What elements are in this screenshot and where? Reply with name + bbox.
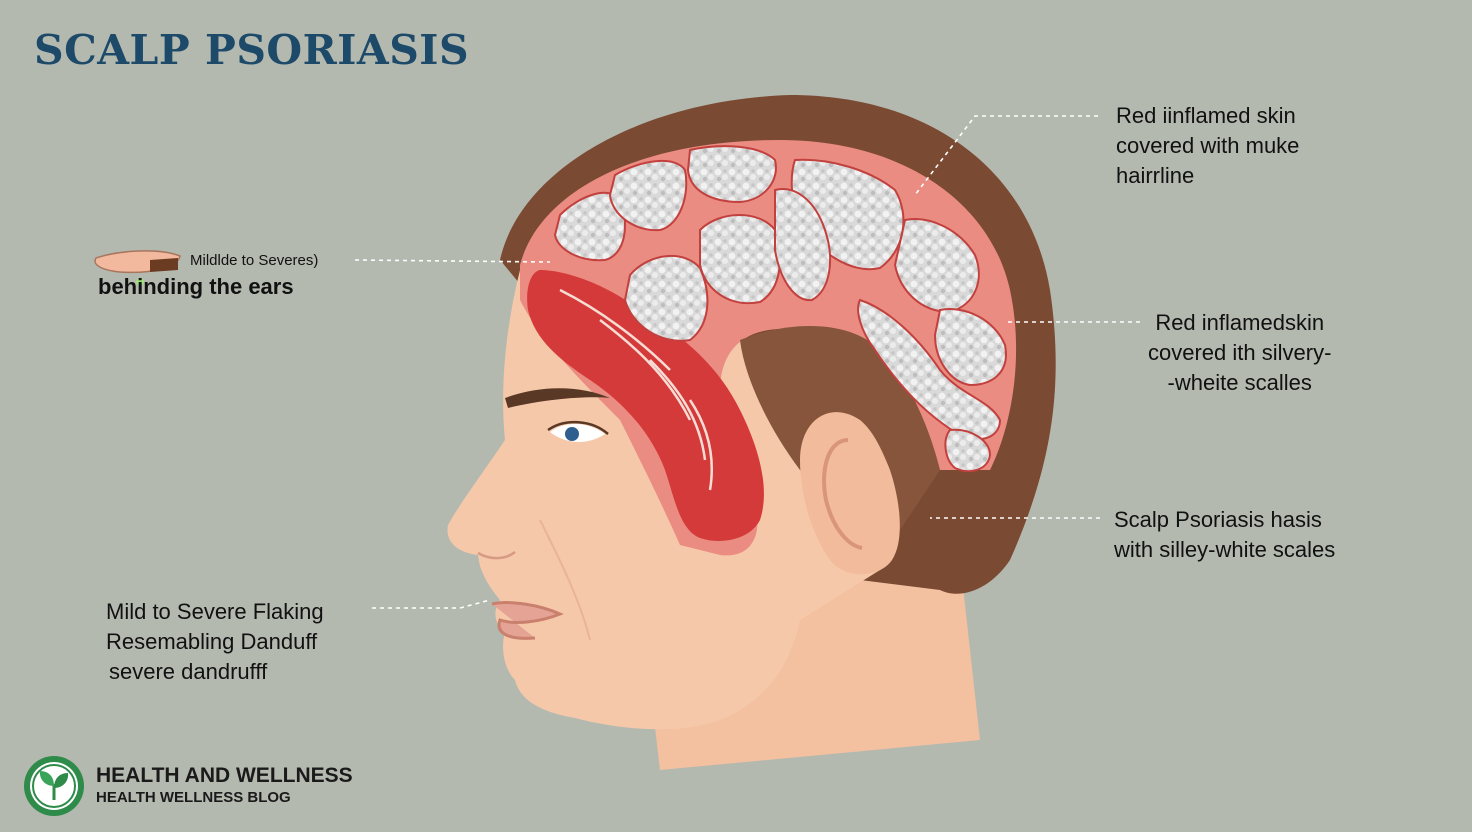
iris bbox=[565, 427, 579, 441]
callout-line: Red inflamedskin bbox=[1155, 310, 1325, 335]
brand-subtitle: HEALTH WELLNESS BLOG bbox=[96, 789, 291, 806]
callout-behind-ears: Mildlde to Severes) behinding the ears bbox=[98, 250, 318, 302]
page-title: SCALP PSORIASIS bbox=[34, 26, 470, 74]
callout-line: covered ith silvery- bbox=[1148, 340, 1332, 365]
callout-hairline: Red iinflamed skin covered with muke hai… bbox=[1116, 101, 1299, 191]
comb-icon bbox=[94, 250, 181, 286]
callout-behind-ears-text: behinding the ears bbox=[98, 274, 294, 299]
callout-silvery-scales: Red inflamedskin covered ith silvery- -w… bbox=[1148, 308, 1331, 398]
callout-line: Resemabling Danduff bbox=[106, 629, 318, 654]
inflamed-patch bbox=[527, 270, 764, 541]
brand-footer: HEALTH AND WELLNESS HEALTH WELLNESS BLOG bbox=[22, 754, 353, 818]
callout-line: Mild to Severe Flaking bbox=[106, 599, 324, 624]
callout-line: hairrline bbox=[1116, 163, 1195, 188]
callout-line: with silley-white scales bbox=[1114, 537, 1336, 562]
psoriasis-plaques bbox=[553, 145, 1007, 473]
callout-line: Scalp Psoriasis hasis bbox=[1114, 507, 1322, 532]
callout-scalp-psoriasis: Scalp Psoriasis hasis with silley-white … bbox=[1114, 505, 1335, 565]
leaf-logo-icon bbox=[24, 756, 84, 816]
brand-name: HEALTH AND WELLNESS bbox=[96, 764, 353, 787]
ear bbox=[800, 412, 900, 575]
lips bbox=[491, 601, 564, 640]
callout-line: -wheite scalles bbox=[1167, 370, 1312, 395]
eyebrow bbox=[505, 388, 610, 408]
callout-line: severe dandrufff bbox=[109, 659, 268, 684]
callout-line: Red iinflamed skin bbox=[1116, 103, 1296, 128]
callout-flaking: Mild to Severe Flaking Resemabling Dandu… bbox=[106, 597, 324, 687]
callout-severity: Mildlde to Severes) bbox=[190, 252, 319, 269]
leader-lines bbox=[354, 115, 1140, 609]
callout-line: covered with muke bbox=[1116, 133, 1300, 158]
